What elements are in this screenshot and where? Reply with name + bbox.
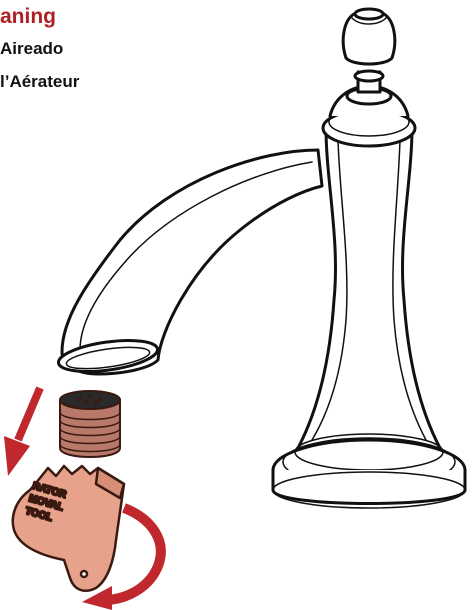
tool-hole xyxy=(81,571,87,577)
spout xyxy=(62,150,322,374)
down-arrow-icon xyxy=(4,388,40,476)
aerator-part xyxy=(60,391,120,457)
aerator-removal-tool: RATOR MOVAL TOOL xyxy=(13,466,124,591)
